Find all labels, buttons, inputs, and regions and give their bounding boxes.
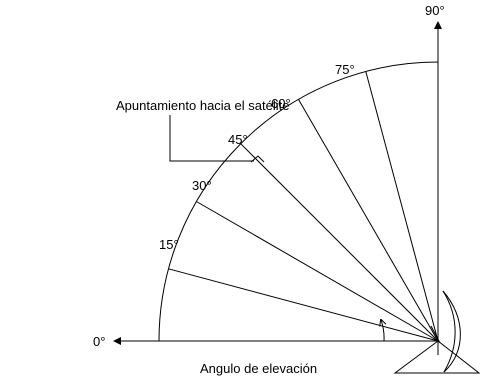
label-15-deg: 15°	[159, 237, 179, 252]
antenna-icon	[393, 290, 480, 374]
label-0-deg: 0°	[93, 334, 105, 349]
pointing-label: Apuntamiento hacia el satélite	[116, 98, 289, 113]
ray-45-deg	[240, 143, 439, 342]
label-90-deg: 90°	[425, 3, 445, 18]
ray-15-deg	[168, 268, 439, 342]
ray-30-deg	[196, 201, 439, 342]
label-30-deg: 30°	[192, 178, 212, 193]
angle-rays	[168, 71, 439, 342]
label-45-deg: 45°	[228, 132, 248, 147]
label-60-deg: 60°	[271, 96, 291, 111]
ray-75-deg	[365, 71, 439, 342]
ray-60-deg	[298, 99, 439, 342]
pointing-marker	[250, 155, 265, 163]
pointing-leader-line	[169, 115, 254, 162]
elevation-label: Angulo de elevación	[200, 361, 317, 376]
elevation-angle-arc	[381, 320, 384, 342]
label-75-deg: 75°	[335, 62, 355, 77]
